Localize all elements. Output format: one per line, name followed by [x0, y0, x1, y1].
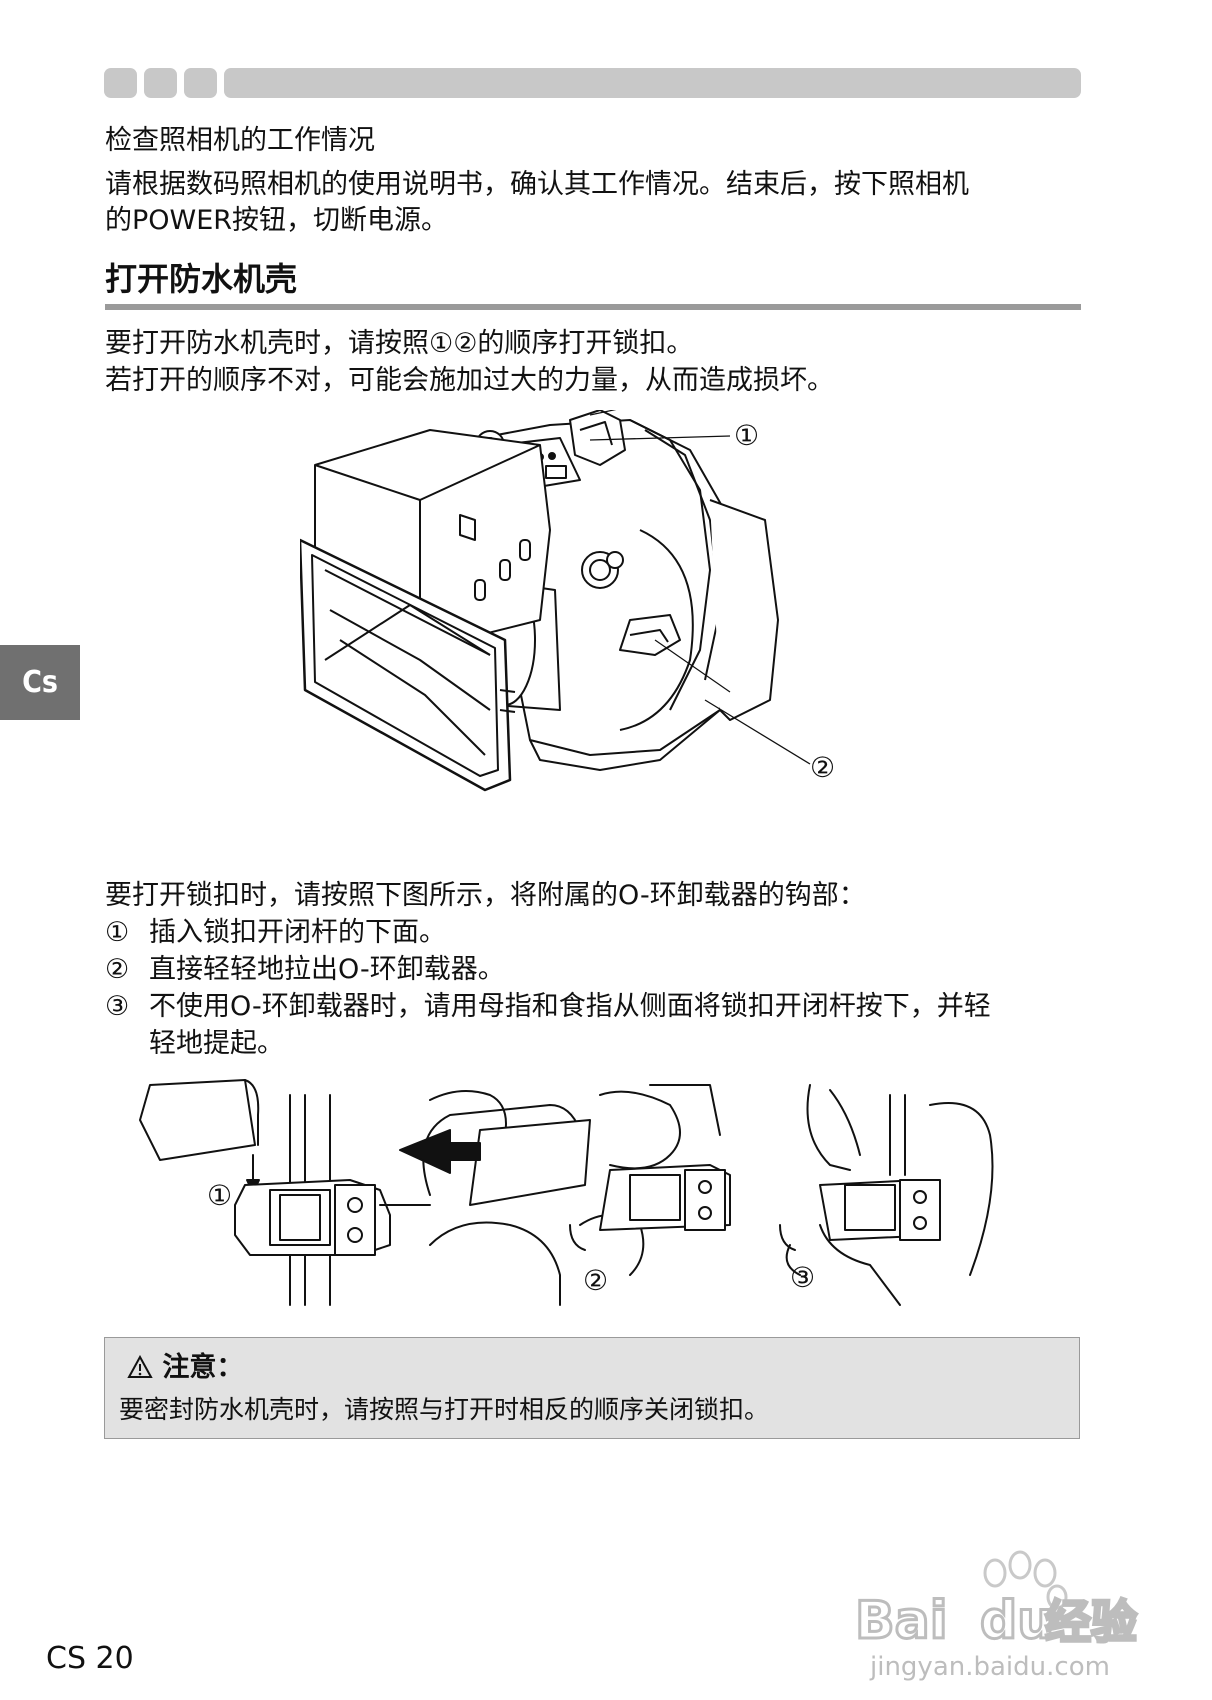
step-label-2: ② [583, 1264, 609, 1297]
step-2-number: ② [105, 954, 130, 985]
title-underline [105, 304, 1081, 310]
latch-steps-illustration [139, 1079, 994, 1306]
step-label-3: ③ [790, 1261, 816, 1294]
step-3-text-line-2: 轻地提起。 [149, 1028, 284, 1059]
step-3-number: ③ [105, 991, 130, 1022]
housing-illustration [300, 410, 779, 792]
header-square-2 [144, 68, 177, 98]
watermark-url: jingyan.baidu.com [869, 1652, 1110, 1682]
warning-triangle-icon [127, 1354, 153, 1378]
intro-line-2: 若打开的顺序不对，可能会施加过大的力量，从而造成损坏。 [105, 365, 834, 396]
header-bar [224, 68, 1081, 98]
instruction-lead: 要打开锁扣时，请按照下图所示，将附属的O-环卸载器的钩部： [105, 880, 866, 911]
caution-title: 注意： [162, 1352, 244, 1383]
section-heading-check-camera: 检查照相机的工作情况 [105, 125, 375, 156]
caution-text: 要密封防水机壳时，请按照与打开时相反的顺序关闭锁扣。 [119, 1395, 770, 1424]
caution-title-row: 注意： [127, 1350, 243, 1386]
step-3-text: 不使用O-环卸载器时，请用母指和食指从侧面将锁扣开闭杆按下，并轻 [149, 991, 991, 1022]
page-title-open-housing: 打开防水机壳 [105, 260, 298, 298]
section-body-line-2: 的POWER按钮，切断电源。 [105, 205, 449, 236]
header-square-3 [184, 68, 217, 98]
watermark-brand-du: du [980, 1591, 1054, 1651]
step-1-text: 插入锁扣开闭杆的下面。 [149, 917, 446, 948]
caution-box: 注意： 要密封防水机壳时，请按照与打开时相反的顺序关闭锁扣。 [104, 1337, 1080, 1439]
intro-line-1: 要打开防水机壳时，请按照①②的顺序打开锁扣。 [105, 328, 694, 359]
page-number: CS 20 [46, 1641, 134, 1676]
header-square-1 [104, 68, 137, 98]
step-label-1: ① [207, 1179, 233, 1212]
callout-2: ② [810, 751, 836, 784]
step-2-text: 直接轻轻地拉出O-环卸载器。 [149, 954, 505, 985]
step-1-number: ① [105, 917, 130, 948]
baidu-watermark-logo: Bai du 经验 jingyan.baidu.com [854, 1550, 1139, 1682]
watermark-brand-bai: Bai [855, 1591, 948, 1651]
section-body-line-1: 请根据数码照相机的使用说明书，确认其工作情况。结束后，按下照相机 [105, 169, 969, 200]
callout-1: ① [734, 419, 760, 452]
watermark-brand-jingyan: 经验 [1045, 1595, 1137, 1649]
language-side-tab: Cs [0, 645, 80, 720]
